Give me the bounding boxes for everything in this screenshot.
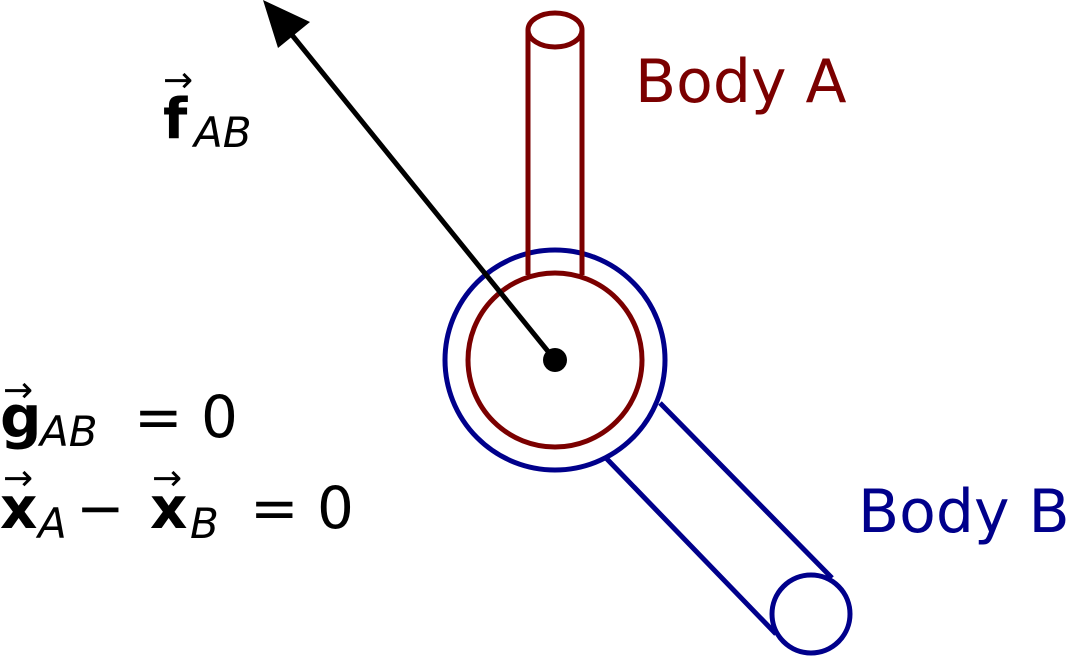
force-arrow [263,0,567,372]
body-a-label: Body A [635,47,847,117]
constraint-subscript: AB [37,407,98,456]
body-b-joint-ring [442,247,668,473]
rhs-vector-mark: → [152,458,182,499]
body-b-rod-lower-edge [604,456,778,636]
constraint-vector-mark: → [3,370,33,411]
lhs-vector-mark: → [3,458,33,499]
constraint-symbol: g [0,383,42,451]
body-b-rod-upper-edge [658,401,834,580]
force-subscript: AB [191,108,252,157]
constraint-equation: → g AB = 0 [0,370,238,456]
body-b-label: Body B [858,477,1070,547]
force-arrow-shaft [290,33,557,362]
body-b [442,247,853,656]
joint-center-dot [543,348,567,372]
force-vector-mark: → [163,60,193,101]
minus-operator: − [76,474,125,542]
force-arrow-head [263,0,310,48]
force-label: → f AB [163,60,252,157]
constraint-relation: = 0 [134,383,238,451]
body-a-rod-end [525,10,585,50]
lhs-subscript: A [35,499,67,548]
body-a-joint-ring [465,270,645,450]
rhs-subscript: B [190,499,219,548]
equation-relation: = 0 [250,474,354,542]
body-a [465,10,645,450]
force-symbol: f [163,87,188,152]
rhs-symbol: x [150,474,187,542]
lhs-symbol: x [0,474,37,542]
position-equation: → x A − → x B = 0 [0,458,354,548]
body-b-rod-end [769,572,853,656]
